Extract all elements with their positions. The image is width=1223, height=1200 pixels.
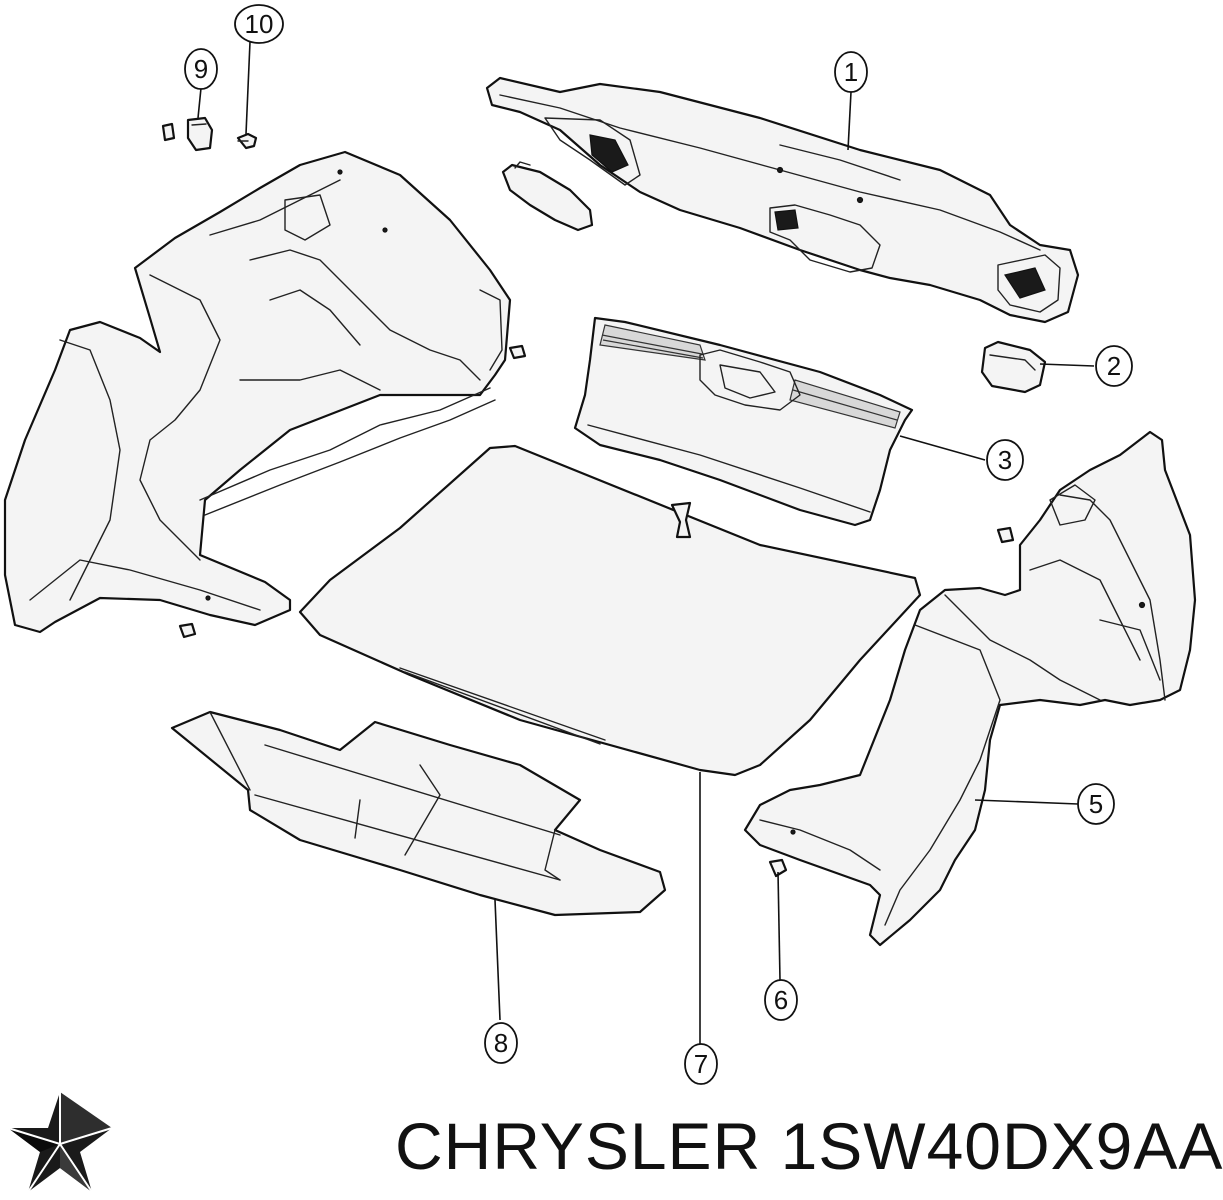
part-6-push-pin <box>768 858 788 878</box>
brand-part-number-title: CHRYSLER 1SW40DX9AA <box>395 1109 1223 1183</box>
part-3-sill-trim <box>573 316 914 527</box>
callout-5: 5 <box>1077 783 1115 825</box>
svg-text:9: 9 <box>194 54 208 84</box>
callout-7: 7 <box>684 1043 718 1085</box>
vent-grille-left <box>599 324 706 361</box>
callout-1: 1 <box>834 51 868 93</box>
svg-text:8: 8 <box>494 1028 508 1058</box>
part-10-screw <box>236 132 258 150</box>
vent-grille-right <box>789 379 901 429</box>
callout-2: 2 <box>1095 345 1133 387</box>
chrysler-pentastar-icon <box>0 1088 120 1200</box>
part-7-floor-mat <box>298 444 922 777</box>
part-8-load-floor-panel <box>170 710 667 917</box>
svg-text:1: 1 <box>844 57 858 87</box>
svg-text:7: 7 <box>694 1049 708 1079</box>
callout-3: 3 <box>986 439 1024 481</box>
lid-cover-panel <box>501 161 594 232</box>
part-5-right-quarter-trim-panel <box>743 430 1197 947</box>
svg-text:10: 10 <box>245 9 274 39</box>
svg-text:3: 3 <box>998 445 1012 475</box>
svg-text:6: 6 <box>774 985 788 1015</box>
svg-text:2: 2 <box>1107 351 1121 381</box>
svg-text:5: 5 <box>1089 789 1103 819</box>
leader-lines <box>197 41 1095 1044</box>
part-2-trunk-lamp <box>980 340 1047 394</box>
callout-6: 6 <box>764 979 798 1021</box>
part-9-clip <box>161 116 214 152</box>
push-pin-fasteners <box>178 344 1015 639</box>
left-quarter-trim-panel <box>3 150 512 634</box>
callout-10: 10 <box>234 4 284 44</box>
callout-8: 8 <box>484 1022 518 1064</box>
part-1-package-shelf <box>485 76 1080 324</box>
callout-9: 9 <box>184 48 218 90</box>
